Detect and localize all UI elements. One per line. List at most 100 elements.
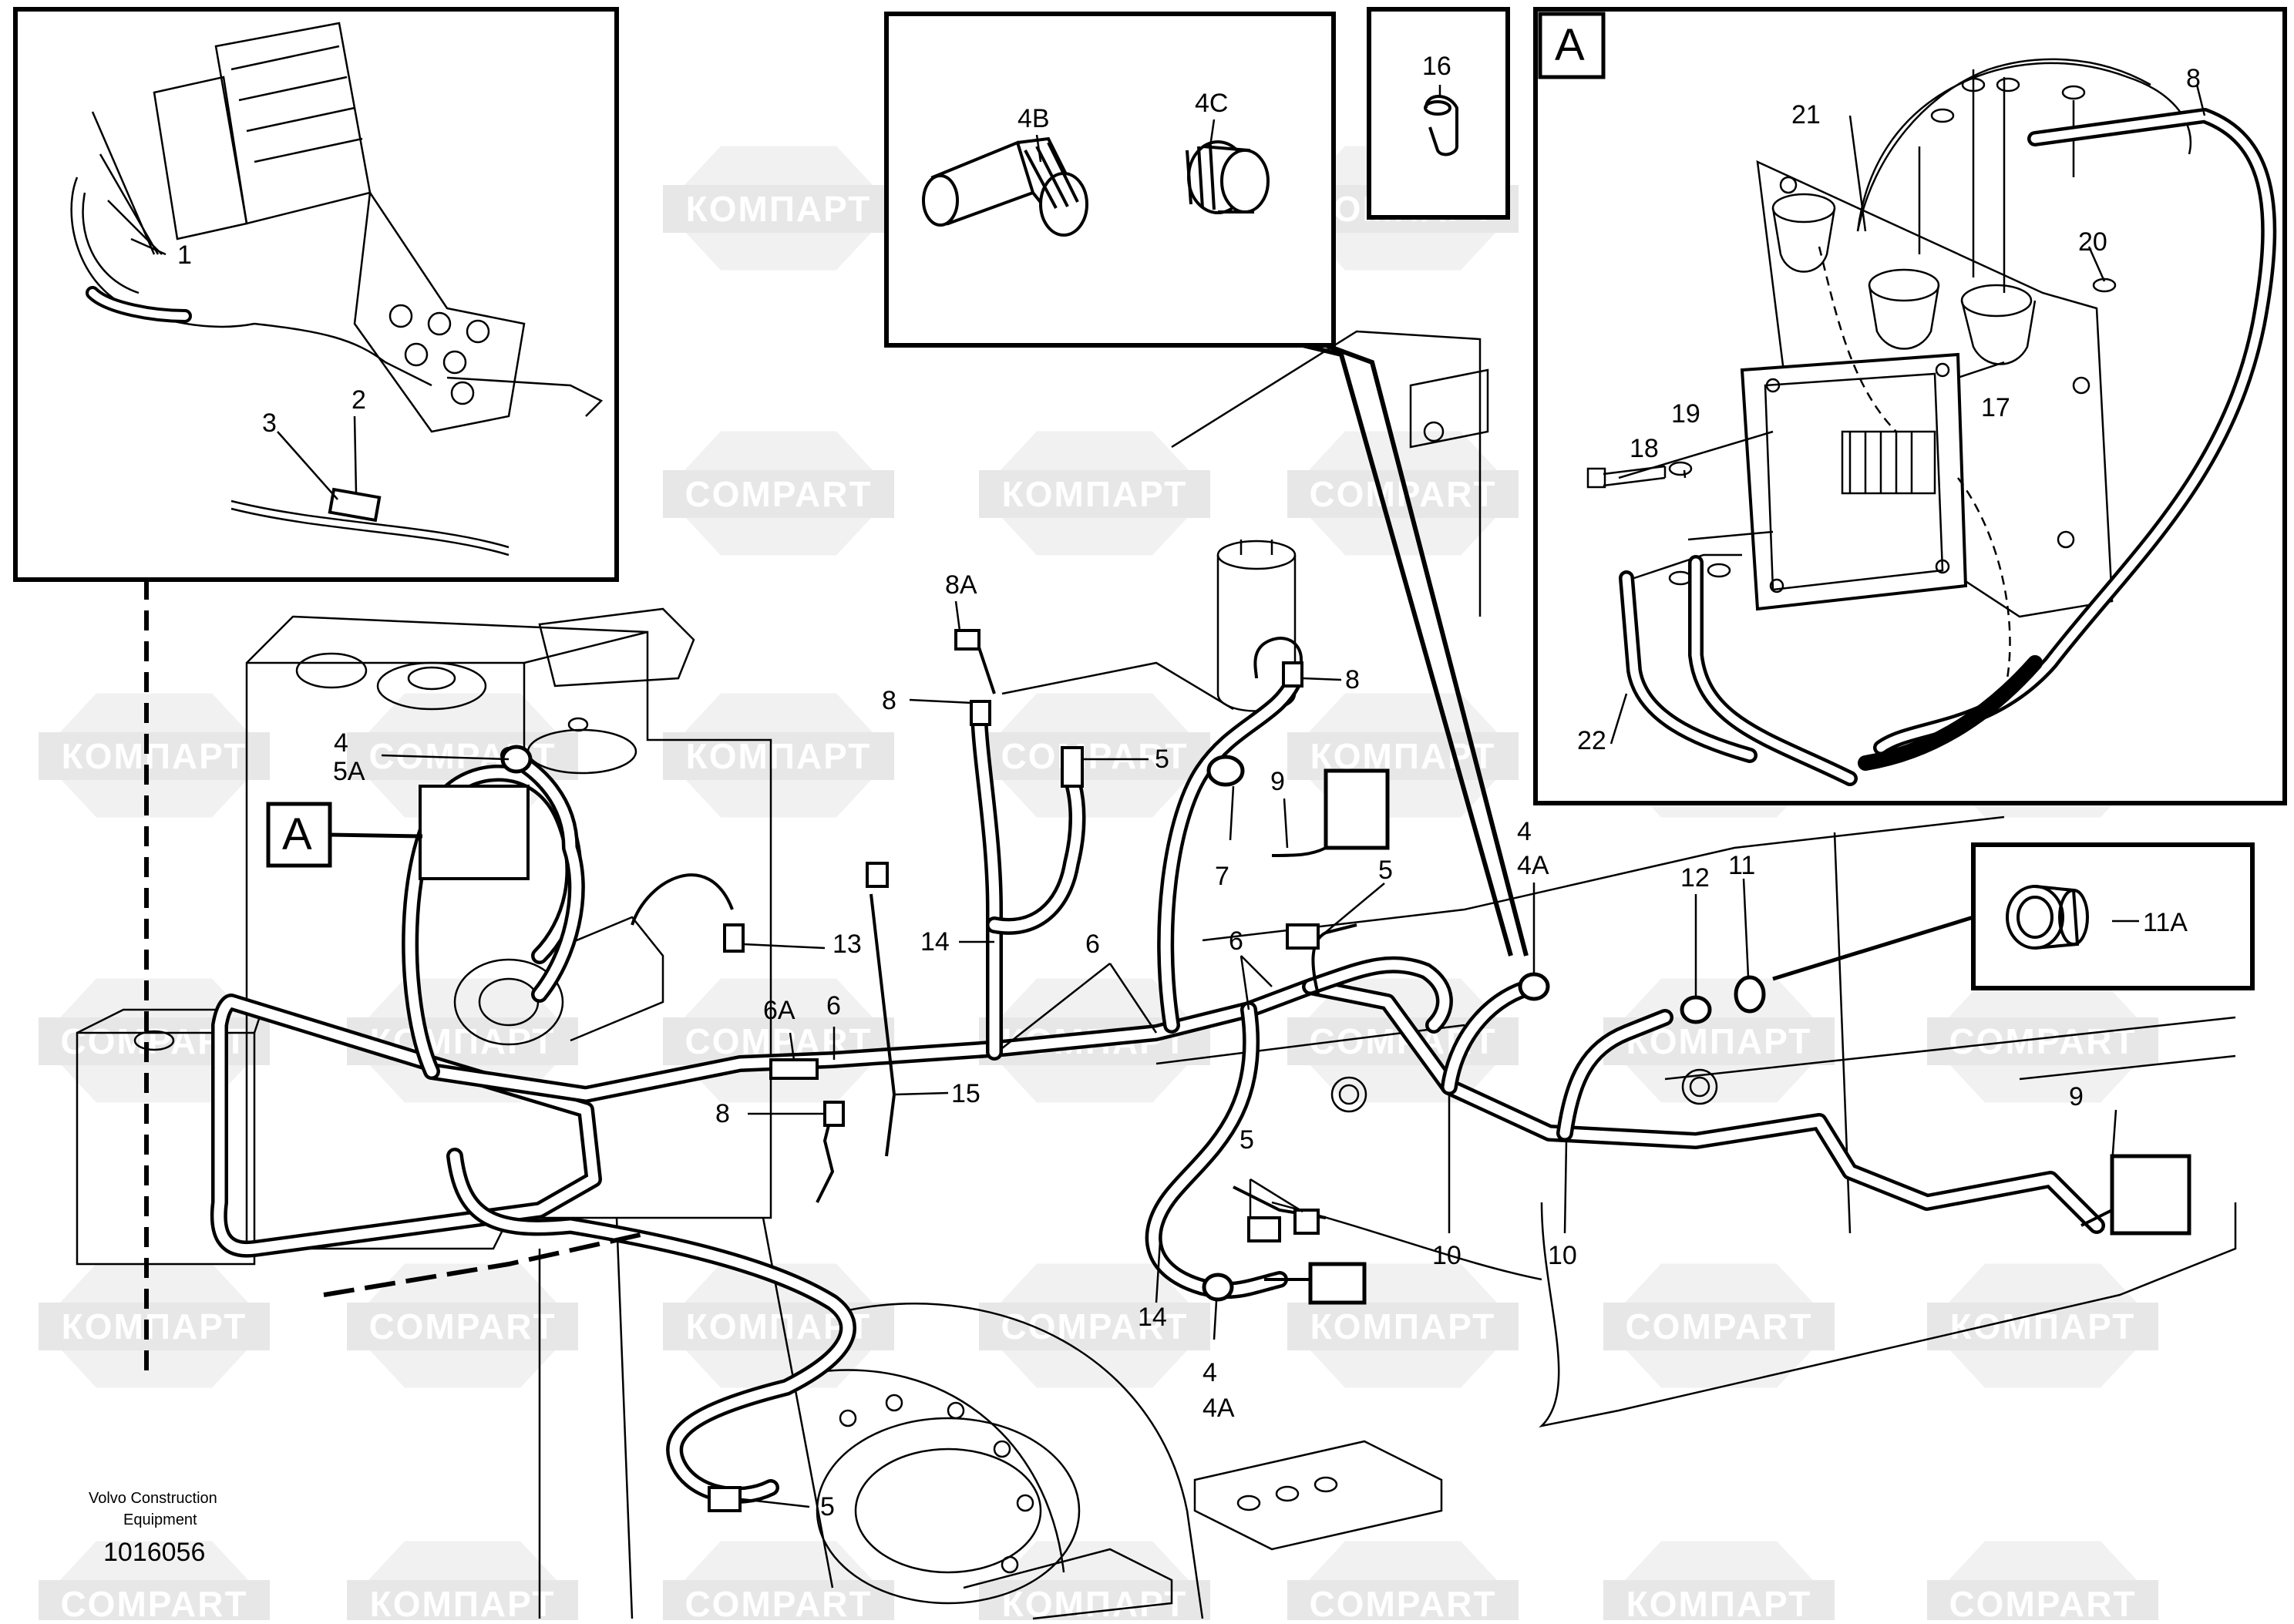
harness-branch-top-right bbox=[1305, 960, 1450, 1031]
watermark-text: COMPART bbox=[1949, 1584, 2136, 1620]
machine-frame-outline bbox=[76, 330, 2237, 1620]
callout-8a: 8A bbox=[945, 570, 977, 600]
callout-4c: 4C bbox=[1195, 89, 1228, 118]
watermark-tile: COMPART bbox=[979, 1263, 1210, 1388]
reference-a-main: A bbox=[282, 809, 312, 859]
callout-9-upper: 9 bbox=[1270, 767, 1285, 796]
inset-detail-11a: 11A bbox=[1971, 842, 2255, 990]
watermark-text: КОМПАРТ bbox=[1002, 474, 1188, 514]
callout-19: 19 bbox=[1671, 399, 1700, 429]
harness-branch-7 bbox=[1160, 673, 1300, 1031]
callout-14-mid: 14 bbox=[920, 927, 950, 957]
callout-21: 21 bbox=[1791, 100, 1821, 129]
callout-16: 16 bbox=[1422, 52, 1451, 81]
watermark-tile: COMPART bbox=[1287, 431, 1519, 556]
watermark-tile: COMPART bbox=[663, 1541, 894, 1624]
callout-13: 13 bbox=[832, 930, 862, 959]
leader-11a bbox=[1772, 915, 1974, 981]
watermark-text: КОМПАРТ bbox=[62, 736, 247, 776]
fitting-4-right bbox=[1518, 972, 1550, 1001]
callout-1: 1 bbox=[177, 240, 192, 270]
callout-9-lower: 9 bbox=[2069, 1082, 2084, 1111]
plug-5-bottom bbox=[1308, 1262, 1367, 1305]
callout-12: 12 bbox=[1680, 863, 1710, 893]
callout-2: 2 bbox=[352, 385, 366, 415]
main-callouts: 4 5A 8A 8 5 8 9 7 5 13 14 6 6 6A 6 15 8 … bbox=[333, 570, 2117, 1521]
callout-5-mid: 5 bbox=[1378, 856, 1393, 885]
harness-branch-12 bbox=[1559, 1012, 1670, 1138]
grommet-7 bbox=[1206, 755, 1245, 787]
harness-branch-lower bbox=[449, 1151, 853, 1501]
callout-3: 3 bbox=[262, 409, 277, 438]
callout-11a: 11A bbox=[2143, 908, 2188, 937]
watermark-tile: COMPART bbox=[347, 1263, 578, 1388]
harness-loop-left bbox=[214, 997, 599, 1255]
credit-block: Volvo Construction Equipment 1016056 bbox=[89, 1490, 217, 1567]
callout-17: 17 bbox=[1981, 393, 2010, 422]
connector-5-mid2 bbox=[1247, 1216, 1281, 1242]
harness-branch-battery bbox=[503, 750, 582, 1000]
harness-branch-8a bbox=[974, 704, 1000, 1057]
harness-branch-5 bbox=[989, 773, 1082, 932]
document-number: 1016056 bbox=[103, 1538, 205, 1567]
watermark-tile: COMPART bbox=[663, 431, 894, 556]
manufacturer-line-1: Volvo Construction bbox=[89, 1490, 217, 1507]
watermark-text: COMPART bbox=[60, 1584, 247, 1620]
watermark-text: COMPART bbox=[368, 1306, 556, 1347]
watermark-text: COMPART bbox=[684, 474, 872, 514]
watermark-tile: COMPART bbox=[1927, 1541, 2158, 1624]
watermark-tile: COMPART bbox=[979, 693, 1210, 818]
manufacturer-line-2: Equipment bbox=[123, 1511, 197, 1528]
callout-22: 22 bbox=[1577, 726, 1606, 755]
watermark-tile: COMPART bbox=[1603, 1263, 1835, 1388]
relay-9-upper bbox=[1324, 768, 1390, 850]
watermark-text: КОМПАРТ bbox=[370, 1584, 556, 1620]
callout-6-left: 6 bbox=[826, 991, 841, 1020]
leader-4b-4c bbox=[1302, 343, 1513, 957]
watermark-text: КОМПАРТ bbox=[1002, 1584, 1188, 1620]
connector-8a bbox=[954, 629, 980, 651]
callout-6-right: 6 bbox=[1229, 926, 1243, 956]
tie-8-upper bbox=[970, 700, 991, 726]
watermark-tile: COMPART bbox=[1287, 1541, 1519, 1624]
callout-4-right: 4 bbox=[1517, 817, 1532, 846]
connector-5-mid bbox=[1286, 923, 1320, 950]
connector-5-upper bbox=[1061, 746, 1084, 788]
callout-11: 11 bbox=[1728, 851, 1755, 880]
callout-7: 7 bbox=[1215, 862, 1229, 891]
watermark-text: COMPART bbox=[1309, 1584, 1496, 1620]
detail-a-label: A bbox=[1555, 20, 1585, 70]
relay-board bbox=[419, 785, 530, 880]
callout-8-lower: 8 bbox=[715, 1099, 730, 1128]
watermark-tile: КОМПАРТ bbox=[663, 146, 894, 271]
watermark-text: КОМПАРТ bbox=[1626, 1584, 1812, 1620]
connector-5-lower bbox=[708, 1486, 742, 1512]
watermark-tile: КОМПАРТ bbox=[1603, 978, 1835, 1103]
sleeve-6a bbox=[769, 1058, 819, 1080]
watermark-text: COMPART bbox=[684, 1584, 872, 1620]
watermark-text: COMPART bbox=[1949, 1021, 2136, 1061]
callout-4a-bottom: 4A bbox=[1202, 1394, 1235, 1423]
watermark-tile: КОМПАРТ bbox=[1603, 1541, 1835, 1624]
watermark-text: COMPART bbox=[1625, 1306, 1812, 1347]
callout-5-upper: 5 bbox=[1155, 745, 1169, 774]
callout-8-detail-a: 8 bbox=[2186, 64, 2201, 93]
callout-6a: 6A bbox=[763, 996, 796, 1025]
inset-detail-1-3: 1 2 3 bbox=[13, 7, 619, 582]
callout-18: 18 bbox=[1630, 434, 1659, 463]
tie-8 bbox=[823, 1101, 845, 1127]
inset-detail-4b-4c: 4B 4C bbox=[884, 12, 1336, 348]
leader-a bbox=[1324, 343, 1529, 957]
lug-15 bbox=[866, 862, 889, 888]
callout-8-right: 8 bbox=[1345, 665, 1360, 694]
callout-20: 20 bbox=[2078, 227, 2107, 257]
callout-5-lower: 5 bbox=[1240, 1125, 1254, 1155]
callout-10-right: 10 bbox=[1548, 1241, 1577, 1270]
dashed-link-inset-2 bbox=[323, 1231, 648, 1297]
fitting-12 bbox=[1680, 995, 1712, 1024]
connectors bbox=[419, 629, 2191, 1512]
callout-14-lower: 14 bbox=[1138, 1303, 1167, 1332]
inset-detail-16: 16 bbox=[1367, 7, 1510, 220]
